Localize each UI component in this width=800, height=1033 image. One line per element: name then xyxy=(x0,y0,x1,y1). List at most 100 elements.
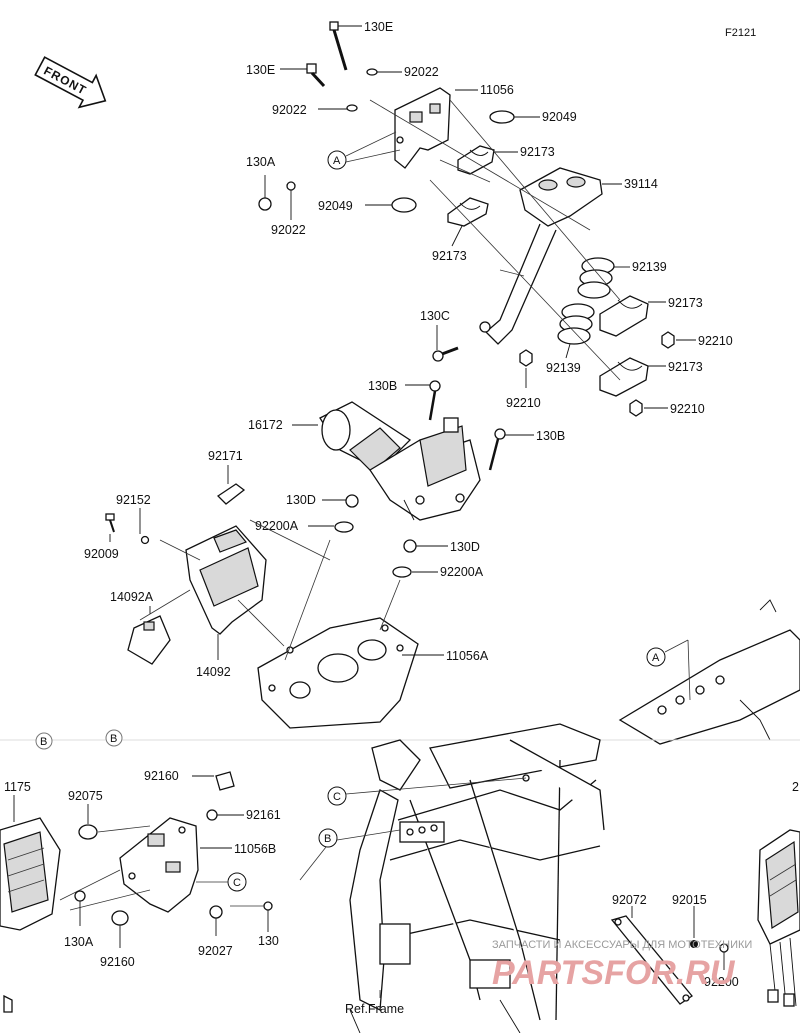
label-92027: 92027 xyxy=(198,944,233,958)
label-92022-b: 92022 xyxy=(272,103,307,117)
damper-92160-top xyxy=(192,771,235,791)
ref-frame-label: Ref.Frame xyxy=(345,1002,404,1016)
oring-92049-b xyxy=(391,197,417,213)
bolt-130b-b xyxy=(488,428,534,471)
clamp-92173-b xyxy=(447,197,489,227)
label-92160-top: 92160 xyxy=(144,769,179,783)
label-92009: 92009 xyxy=(84,547,119,561)
oring-92049-a xyxy=(489,110,515,124)
label-92173-b: 92173 xyxy=(432,249,467,263)
label-92022-c: 92022 xyxy=(271,223,306,237)
watermark: ЗАПЧАСТИ И АКСЕССУАРЫ ДЛЯ МОТОТЕХНИКИ PA… xyxy=(492,939,752,992)
label-16172: 16172 xyxy=(248,418,283,432)
bolt-130a xyxy=(258,175,272,211)
bolt-130e-left xyxy=(280,63,326,88)
callout-b-frame-letter: B xyxy=(324,833,331,845)
watermark-logo: PARTSFOR.RU xyxy=(492,954,736,992)
collar-92027 xyxy=(209,905,223,936)
callout-c-frame xyxy=(327,786,347,806)
callout-a-frame xyxy=(646,647,666,667)
washer-92022-c xyxy=(286,181,296,191)
bolt-130a-lower xyxy=(74,890,86,926)
collar-92161 xyxy=(206,809,244,821)
label-92075: 92075 xyxy=(68,789,103,803)
bolt-130d-b xyxy=(403,539,448,553)
callout-c-frame-letter: C xyxy=(333,791,341,803)
main-frame xyxy=(349,723,605,1033)
diagram-code: F2121 xyxy=(725,27,756,39)
steering-shaft-39114 xyxy=(479,167,603,345)
label-92173-a: 92173 xyxy=(520,145,555,159)
clip-92171 xyxy=(216,465,246,505)
callout-a-top xyxy=(327,150,347,170)
nut-92210-c xyxy=(629,399,643,417)
label-92049-b: 92049 xyxy=(318,199,353,213)
ecu-module-left xyxy=(0,817,61,1013)
label-92161: 92161 xyxy=(246,808,281,822)
label-92173-d: 92173 xyxy=(668,360,703,374)
label-11056b: 11056B xyxy=(234,842,276,856)
label-92139-a: 92139 xyxy=(632,260,667,274)
label-92200: 92200 xyxy=(704,975,739,989)
label-92200a-a: 92200A xyxy=(255,519,299,533)
clamp-92173-c xyxy=(599,295,649,337)
label-14092: 14092 xyxy=(196,665,231,679)
label-130: 130 xyxy=(258,934,279,948)
cover-14092 xyxy=(185,525,267,635)
label-92139-b: 92139 xyxy=(546,361,581,375)
bolt-92009 xyxy=(105,513,115,533)
boot-92139-b xyxy=(557,303,595,345)
label-92210-c: 92210 xyxy=(670,402,705,416)
label-11056: 11056 xyxy=(480,83,514,97)
label-130d-b: 130D xyxy=(450,540,480,554)
bracket-11056 xyxy=(394,87,451,169)
callout-b-left-letter: B xyxy=(40,736,47,748)
cover-14092a xyxy=(127,615,171,665)
front-arrow-icon: FRONT xyxy=(34,56,107,109)
label-92210-a: 92210 xyxy=(698,334,733,348)
clamp-92173-d xyxy=(599,357,649,397)
bracket-plate-11056a xyxy=(257,617,419,729)
label-130b-b: 130B xyxy=(536,429,565,443)
washer-92200a-a xyxy=(334,521,354,533)
label-1175: 1175 xyxy=(4,780,31,794)
label-92160-lower: 92160 xyxy=(100,955,135,969)
label-14092a: 14092A xyxy=(110,590,154,604)
clamp-92015 xyxy=(690,940,698,948)
callout-b-left xyxy=(35,732,53,750)
label-130e-top: 130E xyxy=(364,20,393,34)
boot-92139-a xyxy=(577,257,615,299)
callout-a-top-letter: A xyxy=(333,155,341,167)
frame-rail-right xyxy=(618,599,800,745)
bolt-130b-a xyxy=(405,380,441,421)
label-92049-a: 92049 xyxy=(542,110,577,124)
label-130a-top: 130A xyxy=(246,155,276,169)
label-92022-a: 92022 xyxy=(404,65,439,79)
damper-92160-lower xyxy=(111,910,129,948)
nut-92210-a xyxy=(661,331,675,349)
power-steering-unit-16172 xyxy=(319,401,481,521)
label-130d-a: 130D xyxy=(286,493,316,507)
label-39114: 39114 xyxy=(624,177,658,191)
bolt-130e-top xyxy=(329,21,362,71)
callout-b-frame xyxy=(318,828,338,848)
nut-92210-b xyxy=(519,349,533,367)
washer-92200a-b xyxy=(392,566,412,578)
clamp-92173-a xyxy=(457,145,495,175)
bracket-11056b xyxy=(119,817,199,913)
callout-b-second-letter: B xyxy=(110,733,117,745)
grommet-92075 xyxy=(78,804,98,840)
label-edge-2: 2 xyxy=(792,780,799,794)
washer-92022-a xyxy=(366,68,378,76)
washer-92022-b xyxy=(346,104,358,112)
label-92200a-b: 92200A xyxy=(440,565,484,579)
label-11056a: 11056A xyxy=(446,649,489,663)
label-130b-a: 130B xyxy=(368,379,397,393)
callout-c-left-letter: C xyxy=(233,877,241,889)
bolt-130 xyxy=(230,901,273,932)
label-92171: 92171 xyxy=(208,449,243,463)
label-130e-left: 130E xyxy=(246,63,275,77)
label-92210-b: 92210 xyxy=(506,396,541,410)
label-130c: 130C xyxy=(420,309,450,323)
stay-92072 xyxy=(610,915,693,1005)
